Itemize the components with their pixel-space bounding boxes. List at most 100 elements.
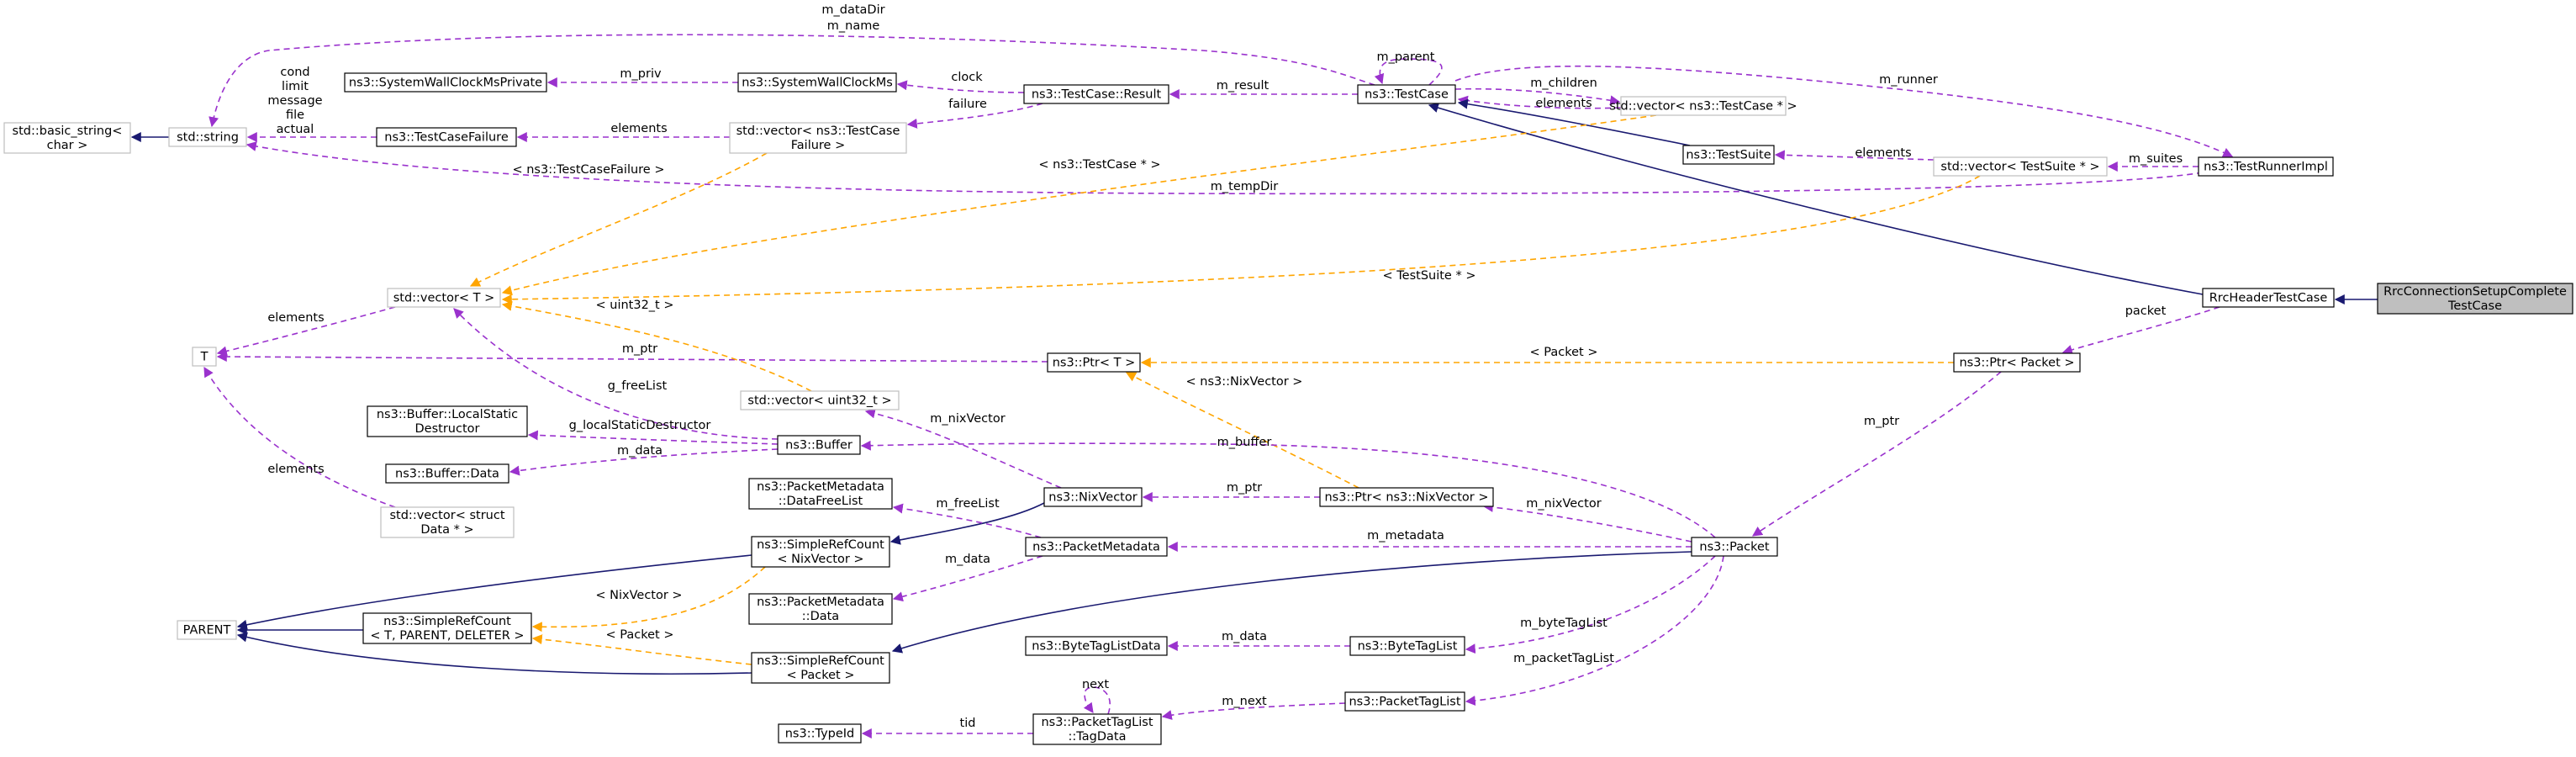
packet-node[interactable]: ns3::Packet	[1691, 537, 1778, 557]
node-box	[385, 463, 509, 484]
edge-label: < uint32_t >	[596, 299, 674, 312]
edge-label: m_result	[1217, 79, 1270, 93]
nixvector-node[interactable]: ns3::NixVector	[1043, 487, 1143, 507]
node-label: ns3::TestSuite	[1686, 149, 1771, 162]
edge-label: < Packet >	[1530, 346, 1598, 359]
node-label: ns3::ByteTagList	[1358, 640, 1458, 654]
edge-label: m_ptr	[622, 342, 657, 356]
edge-label: m_ptr	[1864, 415, 1899, 428]
e-runner-string-edge: m_tempDir	[245, 141, 2204, 195]
src-tpd-node[interactable]: ns3::SimpleRefCount< T, PARENT, DELETER …	[362, 612, 532, 644]
testsuite-node[interactable]: ns3::TestSuite	[1682, 145, 1775, 165]
ptr-packet-node[interactable]: ns3::Ptr< Packet >	[1953, 352, 2081, 373]
node-box	[1025, 636, 1168, 656]
edge-line	[531, 634, 752, 665]
e-vtcf-tcf-edge: elements	[516, 122, 730, 142]
typeid-node[interactable]: ns3::TypeId	[778, 723, 862, 744]
parent-node[interactable]: PARENT	[177, 620, 237, 640]
runner-node[interactable]: ns3::TestRunnerImpl	[2198, 156, 2334, 177]
edge-line	[2061, 306, 2220, 355]
node-label: std::vector< struct	[389, 509, 504, 522]
node-label: ns3::TestCase::Result	[1032, 88, 1162, 102]
btld-node[interactable]: ns3::ByteTagListData	[1025, 636, 1168, 656]
node-label: ns3::SimpleRefCount	[757, 654, 884, 668]
edge-label: g_freeList	[608, 379, 668, 393]
edge-label: elements	[610, 122, 667, 135]
edge-line	[203, 366, 396, 508]
node-label: < T, PARENT, DELETER >	[370, 629, 524, 643]
wallclock-node[interactable]: ns3::SystemWallClockMs	[737, 72, 897, 93]
buffer-data-node[interactable]: ns3::Buffer::Data	[385, 463, 509, 484]
edge-label: clock	[951, 71, 983, 84]
vector-ts-node[interactable]: std::vector< TestSuite * >	[1933, 156, 2108, 177]
edge-label: m_ptr	[1227, 481, 1262, 495]
node-box	[168, 127, 247, 147]
node-box	[778, 723, 862, 744]
e-nix-srcnix-edge	[889, 502, 1045, 545]
e-testcase-self-edge: m_parent	[1374, 50, 1443, 86]
node-label: ns3::Buffer	[785, 439, 853, 453]
ptr-t-node[interactable]: ns3::Ptr< T >	[1047, 352, 1141, 373]
ptl-td-node[interactable]: ns3::PacketTagList::TagData	[1032, 713, 1162, 745]
node-box	[777, 435, 861, 455]
node-box	[751, 536, 890, 568]
src-packet-node[interactable]: ns3::SimpleRefCount< Packet >	[751, 652, 890, 684]
pm-data-node[interactable]: ns3::PacketMetadata::Data	[748, 593, 893, 625]
edge-label: m_tempDir	[1211, 180, 1279, 193]
edge-line	[469, 152, 768, 287]
edge-label: limit	[282, 80, 309, 93]
edge-label: m_nixVector	[1526, 497, 1601, 511]
node-label: ::Data	[802, 610, 839, 623]
pm-node[interactable]: ns3::PacketMetadata	[1025, 537, 1168, 557]
node-box	[1953, 352, 2081, 373]
testcase-node[interactable]: ns3::TestCase	[1357, 84, 1456, 104]
node-box	[1025, 537, 1168, 557]
e-srcnix-tmpl-edge: < NixVector >	[531, 566, 766, 633]
edge-label: failure	[948, 98, 987, 111]
testcase-failure-node[interactable]: ns3::TestCaseFailure	[376, 127, 517, 147]
node-label: std::vector< ns3::TestCase * >	[1609, 100, 1797, 114]
buffer-node[interactable]: ns3::Buffer	[777, 435, 861, 455]
vector-tcp-node[interactable]: std::vector< ns3::TestCase * >	[1609, 96, 1797, 116]
string-node[interactable]: std::string	[168, 127, 247, 147]
basic-string-node[interactable]: std::basic_string<char >	[3, 122, 131, 154]
ptr-nix-node[interactable]: ns3::Ptr< ns3::NixVector >	[1319, 487, 1494, 507]
rrcheader-node[interactable]: RrcHeaderTestCase	[2202, 288, 2335, 308]
edge-label: m_buffer	[1217, 436, 1272, 449]
node-label: Destructor	[415, 422, 480, 436]
node-label: std::basic_string<	[13, 124, 123, 138]
T-node[interactable]: T	[192, 347, 217, 367]
edge-line	[896, 80, 1025, 93]
edge-line	[1482, 501, 1692, 543]
src-nix-node[interactable]: ns3::SimpleRefCount< NixVector >	[751, 536, 890, 568]
btl-node[interactable]: ns3::ByteTagList	[1349, 636, 1465, 656]
edge-label: next	[1082, 678, 1109, 691]
ptl-node[interactable]: ns3::PacketTagList	[1344, 691, 1465, 712]
vector-t-node[interactable]: std::vector< T >	[387, 288, 501, 308]
nodes-layer: std::basic_string<char >std::stringns3::…	[3, 72, 2573, 745]
e-ptl-ptltd-edge: m_next	[1161, 695, 1346, 720]
edge-label: m_runner	[1879, 73, 1938, 87]
pm-dfl-node[interactable]: ns3::PacketMetadata::DataFreeList	[748, 478, 893, 510]
result-node[interactable]: ns3::TestCase::Result	[1023, 84, 1169, 104]
edge-line	[509, 448, 779, 476]
node-box	[1344, 691, 1465, 712]
e-runner-vts-edge: m_suites	[2107, 152, 2199, 172]
node-label: ns3::Buffer::LocalStatic	[377, 408, 518, 421]
node-label: ns3::PacketMetadata	[757, 480, 884, 494]
vector-u32-node[interactable]: std::vector< uint32_t >	[740, 390, 900, 410]
e-ptrt-T-edge: m_ptr	[216, 342, 1048, 363]
wallclock-private-node[interactable]: ns3::SystemWallClockMsPrivate	[344, 72, 547, 93]
edge-label: < NixVector >	[595, 589, 682, 602]
node-label: ns3::SimpleRefCount	[757, 538, 884, 552]
e-ptrnix-nix-edge: m_ptr	[1142, 481, 1320, 502]
edge-label: m_dataDir	[821, 3, 884, 17]
vector-tcf-node[interactable]: std::vector< ns3::TestCaseFailure >	[729, 122, 907, 154]
edge-label: m_data	[945, 553, 990, 566]
e-vt-u32-tmpl-edge: < uint32_t >	[501, 299, 812, 392]
